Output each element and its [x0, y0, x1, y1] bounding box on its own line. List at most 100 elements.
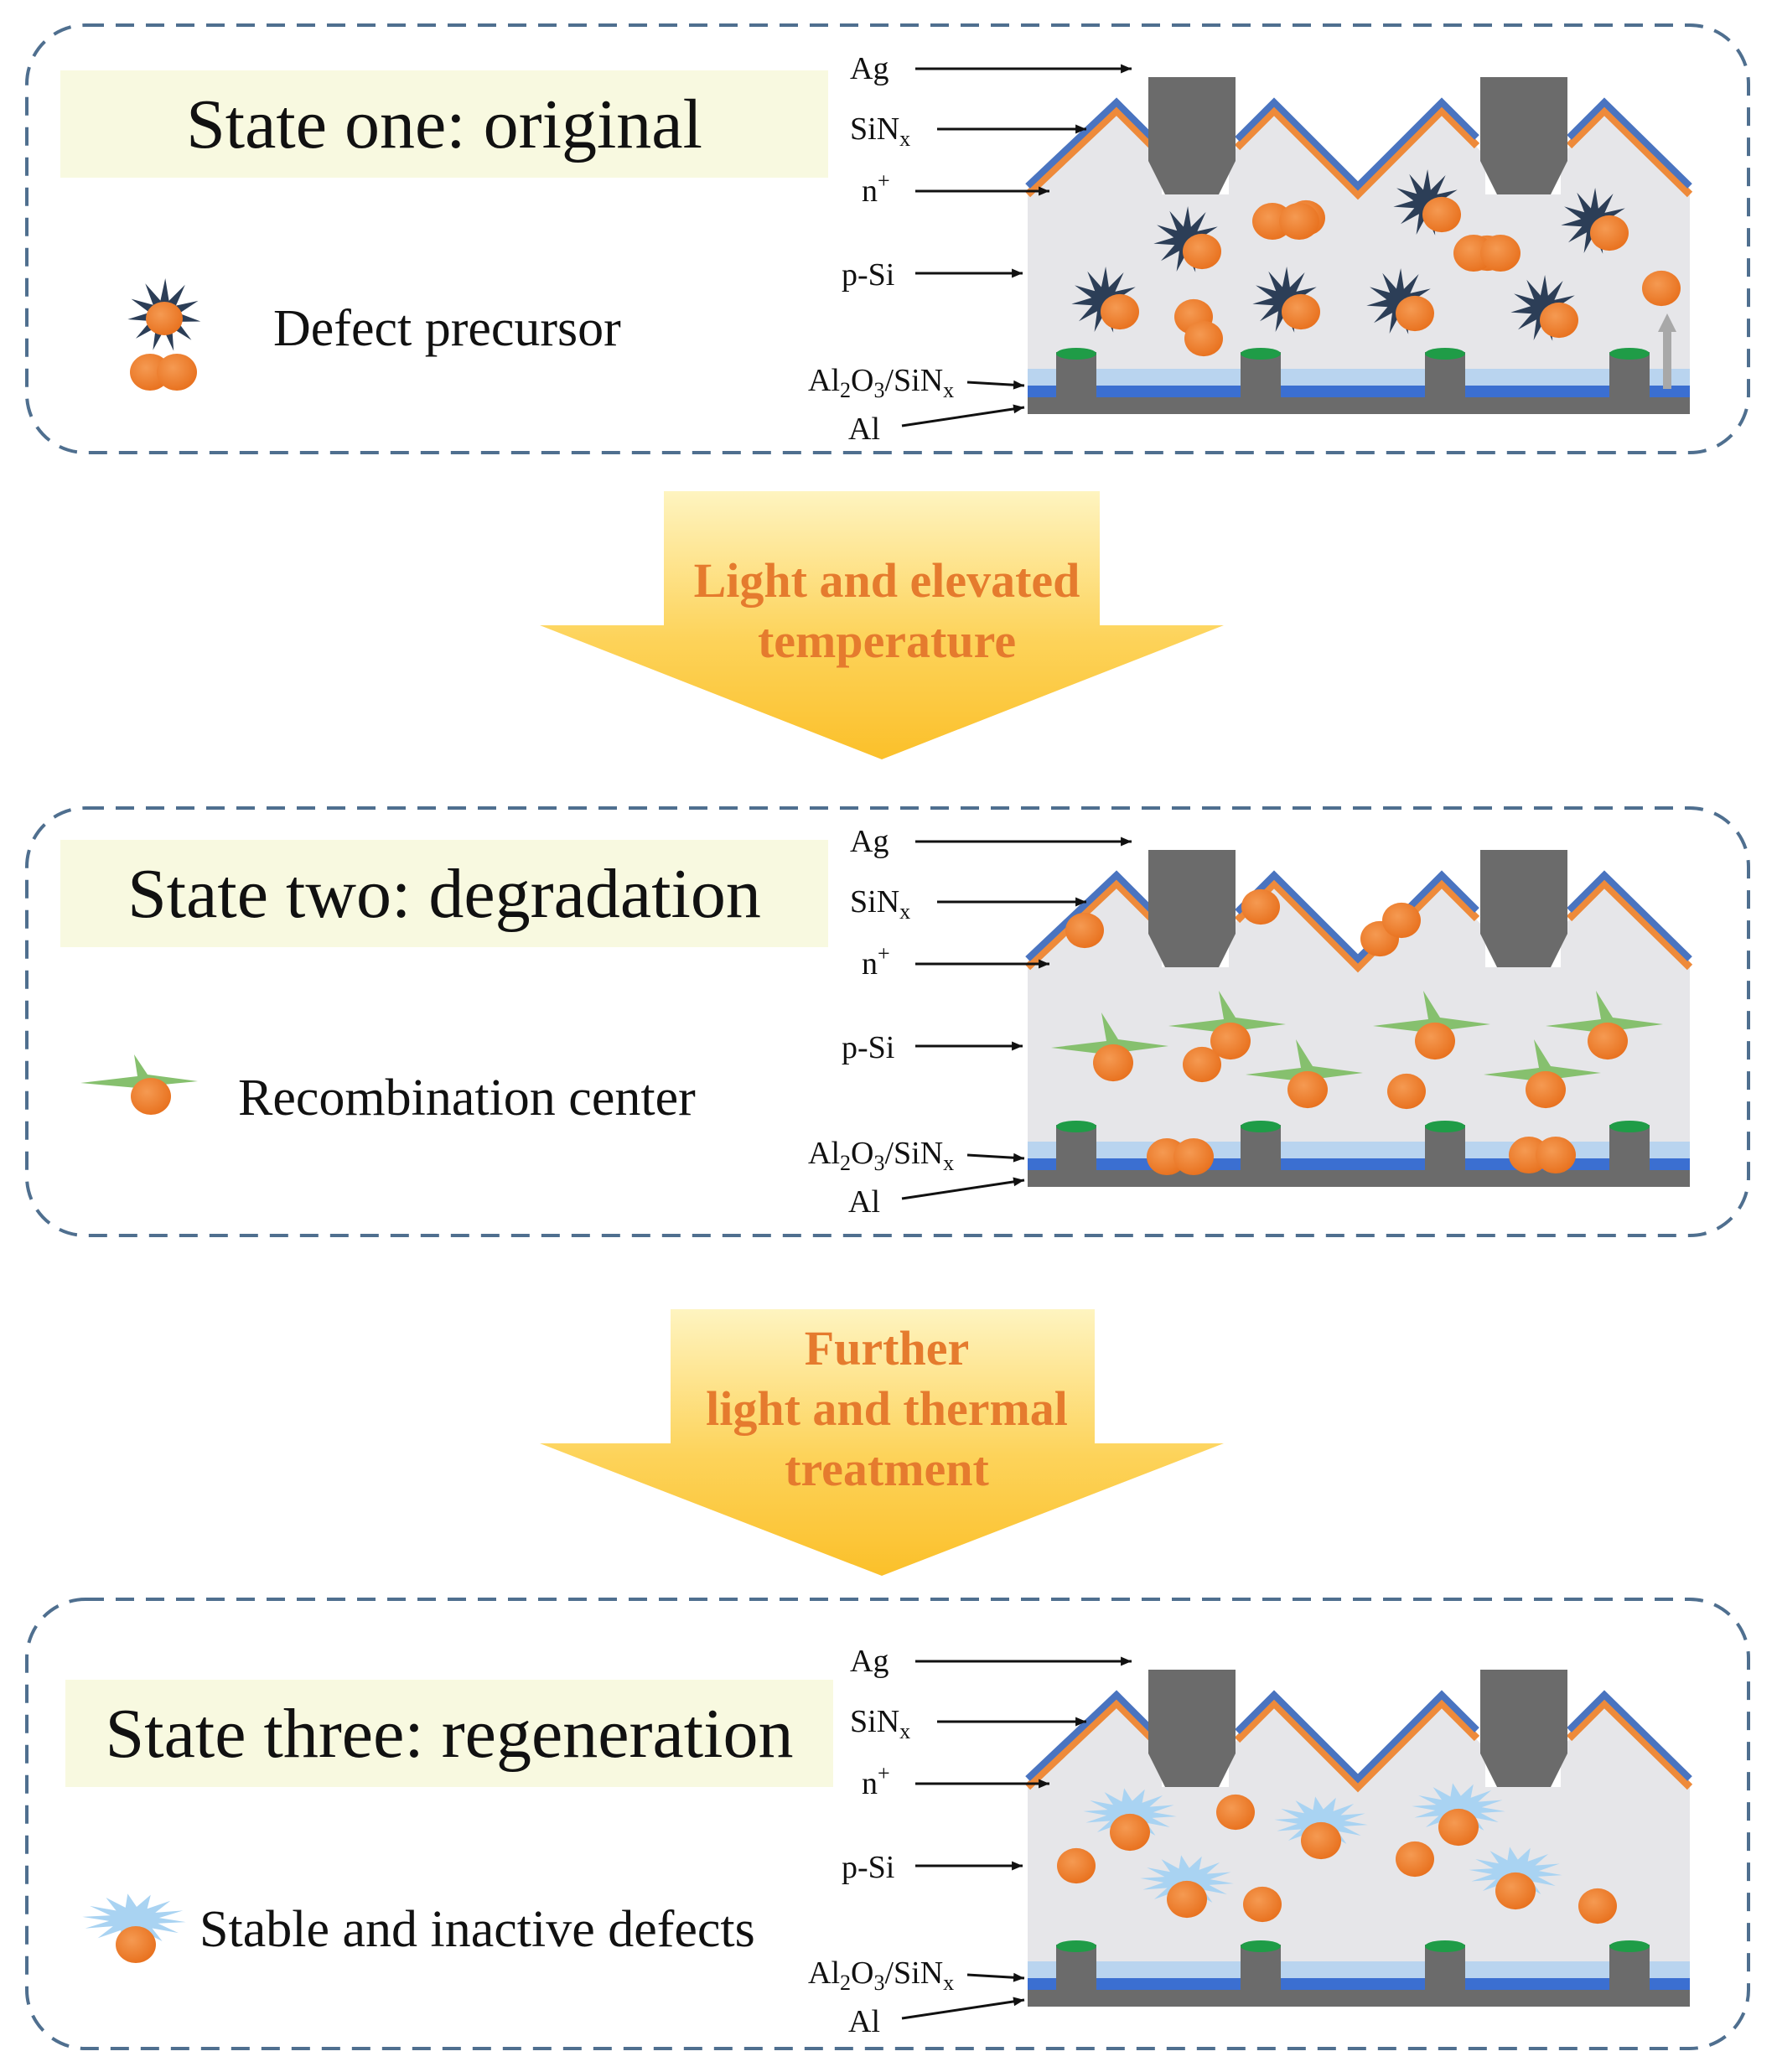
label-sinx: SiNx — [850, 111, 910, 151]
pointer-line — [901, 1998, 1025, 2020]
contact-cap — [1425, 1121, 1465, 1132]
pointer-head — [1075, 124, 1086, 134]
pointer-head — [1012, 268, 1023, 278]
contact-cap — [1056, 1940, 1096, 1952]
orange-particle — [1588, 1022, 1628, 1060]
orange-particle — [1093, 1044, 1133, 1082]
superscript: + — [878, 941, 890, 966]
ag-contact — [1480, 850, 1567, 967]
label-ag: Ag — [850, 51, 888, 86]
n-plus-layer — [1566, 1697, 1693, 1790]
subscript: x — [899, 127, 910, 151]
label-al: Al — [848, 1184, 880, 1220]
pointer-head — [1075, 897, 1086, 907]
legend-label: Stable and inactive defects — [199, 1901, 755, 1958]
orange-particle — [1057, 1847, 1096, 1884]
transition-arrow-2: Further light and thermal treatment — [540, 1309, 1224, 1576]
title-background — [60, 840, 828, 947]
rear-contact — [1425, 1125, 1465, 1178]
arrow-label-line: treatment — [785, 1442, 989, 1496]
sinx-layer — [1567, 1690, 1692, 1781]
orange-particle — [1480, 235, 1521, 272]
subscript: x — [899, 1719, 910, 1743]
arrow-label-line: Further — [805, 1321, 970, 1375]
al2o3-layer — [1028, 1142, 1690, 1158]
rear-contact — [1241, 1945, 1281, 1998]
pointer-head — [1013, 1972, 1024, 1982]
pointer-head — [1013, 1997, 1024, 2007]
rear-contact — [1056, 352, 1096, 406]
legend-stable-defect-icon — [82, 1893, 186, 1963]
recombination-star — [1168, 991, 1286, 1033]
orange-particle — [1301, 1821, 1341, 1860]
ag-contact — [1148, 77, 1236, 194]
pointer-head — [1012, 1861, 1023, 1871]
legend-defect-precursor-icon — [127, 278, 201, 351]
orange-particle — [1590, 215, 1629, 251]
solar-cell-cross-section — [1024, 1670, 1693, 2007]
n-plus-layer — [1234, 105, 1480, 200]
contact-cap — [1609, 1940, 1650, 1952]
panel-state-three: State three: regeneration Stable and ina… — [25, 1598, 1750, 2050]
panel-frame — [25, 1598, 1750, 2050]
orange-particle — [1183, 1046, 1221, 1083]
al-rear-layer — [1028, 397, 1690, 414]
arrow-label-line: light and thermal — [706, 1381, 1068, 1436]
sinx-rear-layer — [1028, 1978, 1690, 1990]
text-part: /SiN — [884, 363, 943, 398]
label-psi: p-Si — [842, 1030, 894, 1065]
legend-recombination-center-icon — [80, 1054, 198, 1115]
contact-cap — [1609, 348, 1650, 360]
legend-blue-star — [82, 1893, 186, 1945]
legend-label: Defect precursor — [273, 300, 621, 357]
sinx-layer — [1025, 97, 1156, 189]
orange-particle — [1241, 888, 1280, 925]
contact-cap — [1425, 1940, 1465, 1952]
subscript: x — [899, 899, 910, 924]
label-al: Al — [848, 412, 880, 447]
orange-particle — [1422, 196, 1461, 233]
sinx-rear-layer — [1028, 1158, 1690, 1170]
solar-cell-cross-section — [1024, 850, 1693, 1187]
al-rear-layer — [1028, 1170, 1690, 1187]
pointer-head — [1013, 404, 1024, 414]
subscript: x — [943, 1151, 954, 1175]
panel-state-one: State one: original Defect precursor AgS… — [25, 23, 1750, 454]
pointer-head — [1121, 837, 1132, 847]
orange-particle — [1396, 295, 1434, 332]
orange-particle — [1167, 1880, 1207, 1919]
p-si-bulk — [1028, 111, 1690, 409]
recombination-star — [1246, 1039, 1363, 1081]
n-plus-layer — [1566, 878, 1693, 971]
orange-particle — [1415, 1022, 1455, 1060]
pointer-head — [1012, 1041, 1023, 1051]
label-nplus: n+ — [862, 168, 890, 209]
text-part: O — [851, 1136, 873, 1171]
orange-particle — [1101, 293, 1139, 330]
subscript: 2 — [840, 378, 851, 402]
title-background — [60, 70, 828, 178]
pointer-head — [1013, 380, 1024, 390]
orange-particle — [1110, 1813, 1150, 1852]
upward-arrow-shaft — [1663, 330, 1671, 389]
contact-cap — [1241, 1940, 1281, 1952]
orange-particle — [1243, 1886, 1282, 1923]
contact-cap — [1056, 1121, 1096, 1132]
contact-cap — [1241, 348, 1281, 360]
subscript: 3 — [873, 1151, 884, 1175]
label-nplus: n+ — [862, 941, 890, 982]
orange-particle — [1526, 1070, 1566, 1109]
label-ag: Ag — [850, 1644, 888, 1679]
rear-contact — [1609, 352, 1650, 406]
panel-title: State three: regeneration — [106, 1695, 794, 1773]
transition-arrow-1: Light and elevated temperature — [540, 491, 1224, 759]
ag-contact — [1480, 77, 1567, 194]
al2o3-layer — [1028, 1961, 1690, 1978]
arrow-label-line: Light and elevated — [694, 553, 1080, 608]
rear-contact — [1241, 352, 1281, 406]
rear-contact — [1056, 1945, 1096, 1998]
contact-cap — [1609, 1121, 1650, 1132]
orange-particle — [1184, 320, 1223, 357]
legend-green-star — [80, 1054, 198, 1088]
